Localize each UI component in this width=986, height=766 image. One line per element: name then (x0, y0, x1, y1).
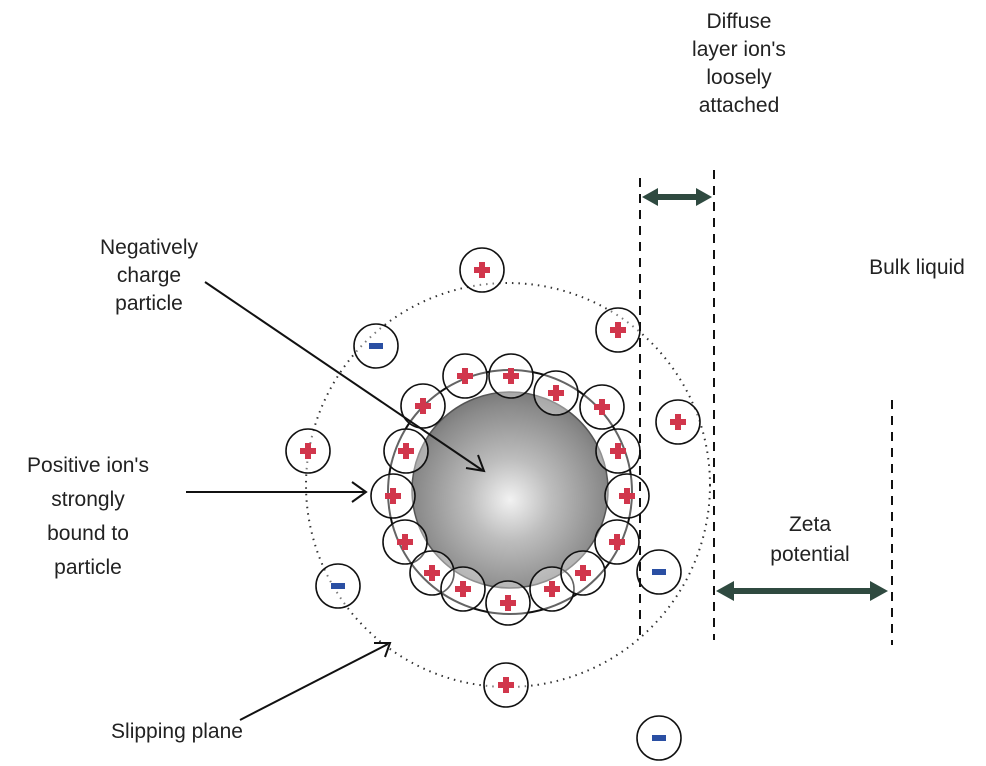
stern-positive-ion (401, 384, 445, 428)
stern-positive-ion (384, 429, 428, 473)
slipping-plane-pointer (240, 643, 390, 720)
minus-sign-icon (331, 583, 345, 589)
zeta-label-line-2: potential (740, 540, 880, 570)
diffuse-negative-ion (316, 564, 360, 608)
diffuse-label-line-3: loosely (664, 64, 814, 92)
stern-positive-ion (605, 474, 649, 518)
stern-positive-ion (596, 429, 640, 473)
diffuse-layer-arrow (642, 188, 712, 206)
minus-sign-icon (369, 343, 383, 349)
positive-label-line-1: Positive ion's (8, 449, 168, 483)
diffuse-layer-label: Diffuse layer ion's loosely attached (664, 8, 814, 120)
diffuse-label-line-1: Diffuse (664, 8, 814, 36)
diffuse-positive-ion (484, 663, 528, 707)
positive-ion-pointer (186, 482, 366, 502)
slipping-plane-label: Slipping plane (82, 718, 272, 746)
positive-label-line-4: particle (8, 551, 168, 585)
diffuse-positive-ion (286, 429, 330, 473)
minus-sign-icon (652, 735, 666, 741)
stern-positive-ion (486, 581, 530, 625)
positive-ion-label: Positive ion's strongly bound to particl… (8, 449, 168, 585)
stern-positive-ion (371, 474, 415, 518)
stern-positive-ion (443, 354, 487, 398)
positive-label-line-3: bound to (8, 517, 168, 551)
negative-label-line-2: charge (74, 262, 224, 290)
negative-label-line-3: particle (74, 290, 224, 318)
zeta-potential-arrow (716, 581, 888, 601)
diffuse-positive-ion (656, 400, 700, 444)
diffuse-positive-ion (460, 248, 504, 292)
diffuse-negative-ion (637, 716, 681, 760)
stern-positive-ion (595, 520, 639, 564)
positive-label-line-2: strongly (8, 483, 168, 517)
negative-particle-pointer (205, 282, 484, 471)
bulk-liquid-label: Bulk liquid (852, 254, 982, 282)
negative-particle-label: Negatively charge particle (74, 234, 224, 318)
stern-positive-ion (561, 551, 605, 595)
stern-positive-ion (580, 385, 624, 429)
stern-positive-ion (534, 371, 578, 415)
negative-label-line-1: Negatively (74, 234, 224, 262)
diffuse-positive-ion (596, 308, 640, 352)
diffuse-negative-ion (354, 324, 398, 368)
zeta-label-line-1: Zeta (740, 510, 880, 540)
diffuse-negative-ion (637, 550, 681, 594)
zeta-potential-label: Zeta potential (740, 510, 880, 570)
minus-sign-icon (652, 569, 666, 575)
stern-positive-ion (489, 354, 533, 398)
stern-positive-ion (441, 567, 485, 611)
diffuse-label-line-4: attached (664, 92, 814, 120)
diffuse-label-line-2: layer ion's (664, 36, 814, 64)
